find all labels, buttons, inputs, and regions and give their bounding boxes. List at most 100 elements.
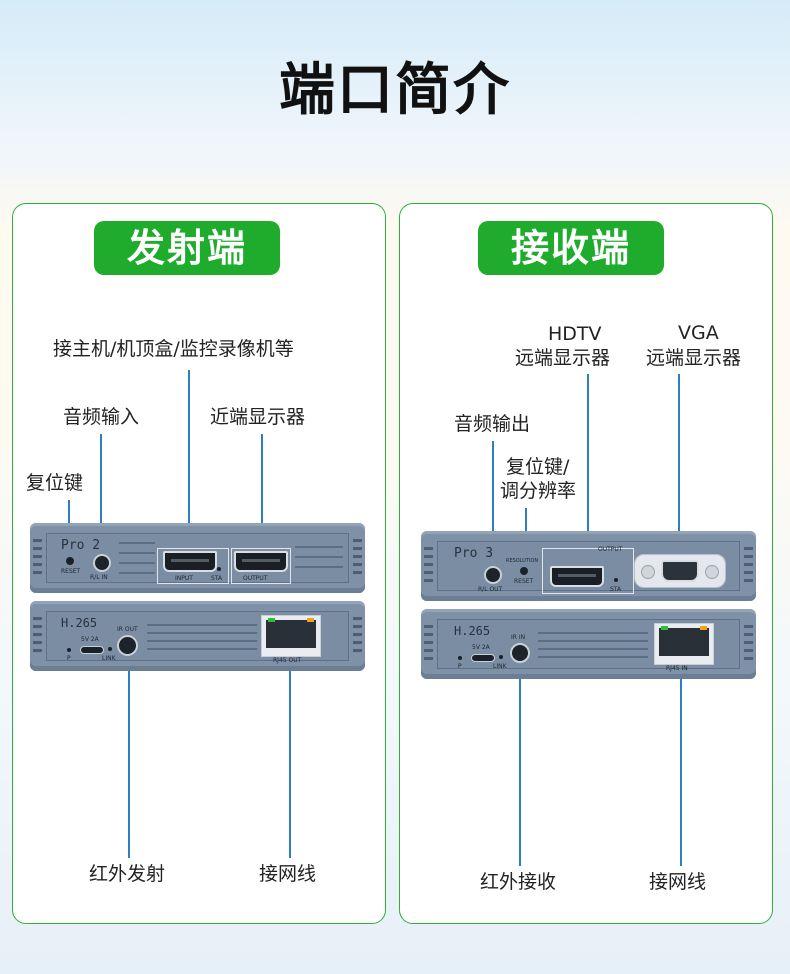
vent-fin (744, 625, 753, 628)
label-audio-out: 音频输出 (454, 413, 531, 435)
resolution-text: RESOLUTION (506, 558, 539, 564)
vga-socket (661, 560, 699, 582)
vent-fin (353, 539, 362, 542)
vent-fin (744, 563, 753, 566)
power-text: 5V 2A (81, 636, 99, 643)
groove (147, 640, 257, 642)
vent-fin (744, 633, 753, 636)
reset-hole (66, 557, 74, 565)
input-frame (157, 548, 229, 584)
label-ir-tx: 红外发射 (89, 863, 166, 885)
vent-fin (424, 657, 433, 660)
p-led (458, 656, 462, 660)
p-text: P (67, 655, 71, 662)
vent-fin (353, 617, 362, 620)
vent-fin (424, 547, 433, 550)
groove (538, 632, 648, 634)
codec-label: H.265 (454, 624, 491, 638)
audio-port-text: R/L IN (90, 574, 108, 581)
label-reset-res-1: 复位键/ (506, 456, 570, 478)
audio-out-jack (484, 566, 502, 584)
link-led (108, 647, 112, 651)
vga-port (634, 554, 726, 588)
groove (119, 572, 155, 574)
vent-fin (424, 555, 433, 558)
usb-c-port (471, 654, 495, 662)
codec-label: H.265 (61, 616, 98, 630)
vent-fin (33, 555, 42, 558)
label-host: 接主机/机顶盒/监控录像机等 (53, 338, 294, 360)
rj45-socket (266, 620, 316, 648)
hdmi-input-port (163, 551, 217, 572)
transmitter-device-front: Pro 2 RESET R/L IN INPUT STA OUTPUT (30, 523, 365, 593)
groove (295, 556, 343, 558)
vent-fin (744, 641, 753, 644)
vent-fin (353, 555, 362, 558)
power-text: 5V 2A (472, 644, 490, 651)
output-frame (231, 548, 291, 584)
label-vga-2: 远端显示器 (646, 347, 742, 369)
vent-fin (744, 571, 753, 574)
vent-fin (33, 649, 42, 652)
link-led (499, 655, 503, 659)
device-face: H.265 5V 2A P LINK IR IN RJ45 IN (437, 619, 740, 672)
rj45-led-orange (307, 618, 314, 622)
groove (295, 566, 343, 568)
groove (119, 542, 155, 544)
vent-fin (353, 563, 362, 566)
rj45-port (654, 623, 714, 665)
link-text: LINK (493, 663, 507, 670)
groove (538, 640, 648, 642)
leader-audio (100, 434, 102, 569)
label-network-rx: 接网线 (649, 871, 707, 893)
groove (147, 648, 257, 650)
label-hdtv-1: HDTV (548, 323, 602, 345)
input-text: INPUT (175, 575, 193, 582)
vent-fin (424, 633, 433, 636)
rj45-text: RJ45 IN (666, 665, 688, 672)
rj45-port (261, 615, 321, 657)
ir-port-text: IR OUT (117, 626, 138, 633)
receiver-header: 接收端 (478, 221, 664, 275)
output-text: OUTPUT (598, 546, 623, 553)
label-audio-in: 音频输入 (63, 406, 140, 428)
vent-fin (744, 547, 753, 550)
leader-vga (678, 374, 680, 542)
leader-host (188, 370, 190, 547)
sta-text: STA (211, 575, 223, 582)
reset-button[interactable] (520, 567, 528, 575)
hdmi-output-port (550, 566, 604, 587)
vent-fin (353, 625, 362, 628)
ir-in-jack (510, 643, 530, 663)
groove (538, 648, 648, 650)
vent-fin (353, 633, 362, 636)
groove (295, 546, 343, 548)
output-frame (542, 548, 634, 594)
vent-fin (33, 563, 42, 566)
vent-fin (33, 547, 42, 550)
leader-reset-res (525, 508, 527, 552)
vent-fin (744, 579, 753, 582)
vent-fin (424, 563, 433, 566)
leader-network (289, 670, 291, 858)
transmitter-header: 发射端 (94, 221, 280, 275)
vent-fin (353, 649, 362, 652)
hdmi-output-port (234, 551, 288, 572)
vga-screw-left (641, 565, 655, 579)
audio-jack (93, 554, 111, 572)
label-network: 接网线 (259, 863, 317, 885)
ir-out-jack (117, 635, 138, 656)
usb-c-port (80, 646, 104, 654)
vent-fin (744, 555, 753, 558)
device-face: Pro 3 R/L OUT RESOLUTION RESET OUTPUT ST… (437, 541, 740, 594)
leader-hdtv (587, 374, 589, 579)
leader-ir-rx (519, 674, 521, 866)
reset-text: RESET (61, 568, 81, 575)
vent-fin (424, 625, 433, 628)
vent-fin (744, 657, 753, 660)
vent-fin (33, 539, 42, 542)
receiver-device-back: H.265 5V 2A P LINK IR IN RJ45 IN (421, 609, 756, 679)
leader-audio-out (492, 441, 494, 568)
label-vga-1: VGA (678, 322, 719, 344)
output-text: OUTPUT (243, 575, 268, 582)
